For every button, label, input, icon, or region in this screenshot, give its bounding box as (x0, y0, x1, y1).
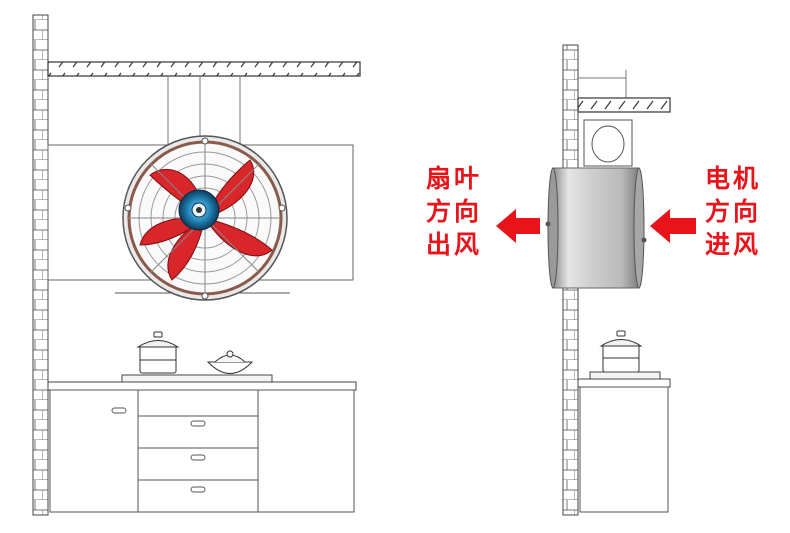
wok-left (206, 350, 254, 374)
inlet-label-line1: 电机 (705, 164, 762, 193)
fan-front-view (122, 135, 288, 301)
brick-wall-left (32, 14, 49, 516)
cooking-pot-right (599, 330, 643, 373)
hood-duct-left (167, 76, 241, 145)
outlet-direction-label: 扇叶 方向 出风 (426, 162, 482, 261)
cooking-pot-left (136, 331, 180, 374)
stove-left (121, 374, 273, 383)
ceiling-slab-right (577, 97, 671, 113)
front-view-scene (32, 14, 361, 516)
outlet-label-line3: 出风 (426, 230, 483, 259)
fan-bracket-side (583, 119, 633, 167)
inlet-label-line2: 方向 (705, 197, 762, 226)
inlet-arrow (650, 209, 696, 243)
ceiling-slab-left (47, 61, 361, 77)
countertop-left (47, 381, 357, 391)
countertop-right (577, 378, 671, 388)
stove-right (589, 371, 661, 380)
outlet-label-line2: 方向 (426, 197, 483, 226)
fan-side-view (545, 167, 647, 289)
inlet-direction-label: 电机 方向 进风 (705, 162, 761, 261)
side-view-scene (545, 44, 671, 516)
outlet-arrow (496, 209, 540, 243)
cabinet-left (49, 389, 355, 513)
cabinet-right (579, 386, 669, 513)
inlet-label-line3: 进风 (705, 230, 762, 259)
outlet-label-line1: 扇叶 (426, 164, 483, 193)
